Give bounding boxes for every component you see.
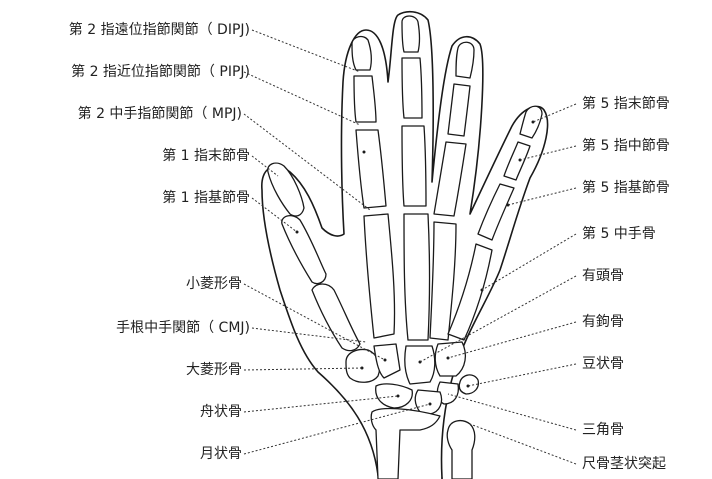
label-trapezoid: 小菱形骨 (186, 276, 242, 292)
middle-distal-phalanx (401, 15, 421, 53)
leader-line-dipj (251, 29, 361, 73)
radius-bone (370, 407, 441, 479)
ring-middle-phalanx (447, 83, 471, 137)
middle-metacarpal (403, 213, 431, 341)
label-little-middle-phalanx: 第 5 指中節骨 (582, 138, 670, 154)
leader-line-little-proximal (507, 187, 577, 206)
thumb-distal-phalanx (267, 162, 305, 217)
thumb-proximal-phalanx (281, 214, 327, 285)
label-little-distal-phalanx: 第 5 指末節骨 (582, 96, 670, 112)
middle-proximal-phalanx (401, 125, 427, 207)
label-pipj: 第 2 指近位指節関節（ PIPJ) (71, 64, 250, 80)
label-triquetrum: 三角骨 (582, 422, 624, 438)
label-scaphoid: 舟状骨 (200, 404, 242, 420)
ring-proximal-phalanx (433, 141, 467, 217)
label-cmj: 手根中手関節（ CMJ) (116, 320, 250, 336)
leader-line-pipj (243, 71, 361, 126)
label-mpj: 第 2 中手指節関節（ MPJ) (77, 106, 242, 122)
label-little-proximal-phalanx: 第 5 指基節骨 (582, 180, 670, 196)
thumb-metacarpal (311, 283, 361, 352)
lunate-bone (414, 389, 443, 415)
index-middle-phalanx (353, 75, 377, 123)
hand-outline (261, 10, 549, 479)
hamate-bone (434, 341, 467, 377)
leader-line-mpj (243, 113, 371, 211)
triquetrum-bone (436, 381, 460, 405)
label-trapezium: 大菱形骨 (186, 362, 242, 378)
leader-line-trapezium (243, 367, 363, 371)
marker-dot (396, 394, 400, 398)
leader-line-thumb-proximal (251, 197, 298, 233)
little-middle-phalanx (503, 141, 531, 181)
ring-metacarpal (429, 221, 457, 341)
label-little-metacarpal: 第 5 中手骨 (582, 226, 656, 242)
ulna-bone (446, 419, 476, 479)
label-pisiform: 豆状骨 (582, 356, 624, 372)
trapezoid-bone (373, 343, 401, 379)
label-capitate: 有頭骨 (582, 268, 624, 284)
label-dipj: 第 2 指遠位指節関節（ DIPJ) (68, 22, 250, 38)
label-ulnar-styloid: 尺骨茎状突起 (582, 456, 666, 472)
leader-line-cmj (251, 327, 367, 343)
leader-line-capitate (419, 275, 577, 363)
leader-line-scaphoid (243, 395, 399, 413)
marker-dot (360, 366, 364, 370)
pisiform-bone (458, 374, 480, 395)
middle-middle-phalanx (401, 57, 423, 119)
index-distal-phalanx (351, 35, 372, 71)
ring-distal-phalanx (455, 41, 475, 79)
label-hamate: 有鉤骨 (582, 314, 624, 330)
leader-line-pisiform (467, 363, 577, 387)
capitate-bone (404, 345, 436, 385)
index-proximal-phalanx (355, 129, 387, 209)
leader-line-trapezoid (243, 283, 386, 361)
label-lunate: 月状骨 (200, 446, 242, 462)
little-distal-phalanx (519, 105, 543, 139)
leader-line-little-middle (519, 145, 577, 161)
little-metacarpal (447, 243, 493, 341)
marker-dot (506, 203, 510, 207)
marker-dot (466, 384, 470, 388)
scaphoid-bone (375, 383, 413, 409)
leader-line-little-metacarpal (481, 233, 577, 291)
leader-line-thumb-distal (251, 155, 279, 177)
label-thumb-distal-phalanx: 第 1 指末節骨 (162, 148, 250, 164)
leader-line-ulnar-styloid (469, 423, 577, 465)
little-proximal-phalanx (477, 183, 515, 241)
marker-dot (362, 150, 366, 154)
index-metacarpal (363, 213, 396, 339)
trapezium-bone (345, 348, 381, 383)
label-thumb-proximal-phalanx: 第 1 指基節骨 (162, 190, 250, 206)
leader-line-lunate (243, 403, 431, 455)
